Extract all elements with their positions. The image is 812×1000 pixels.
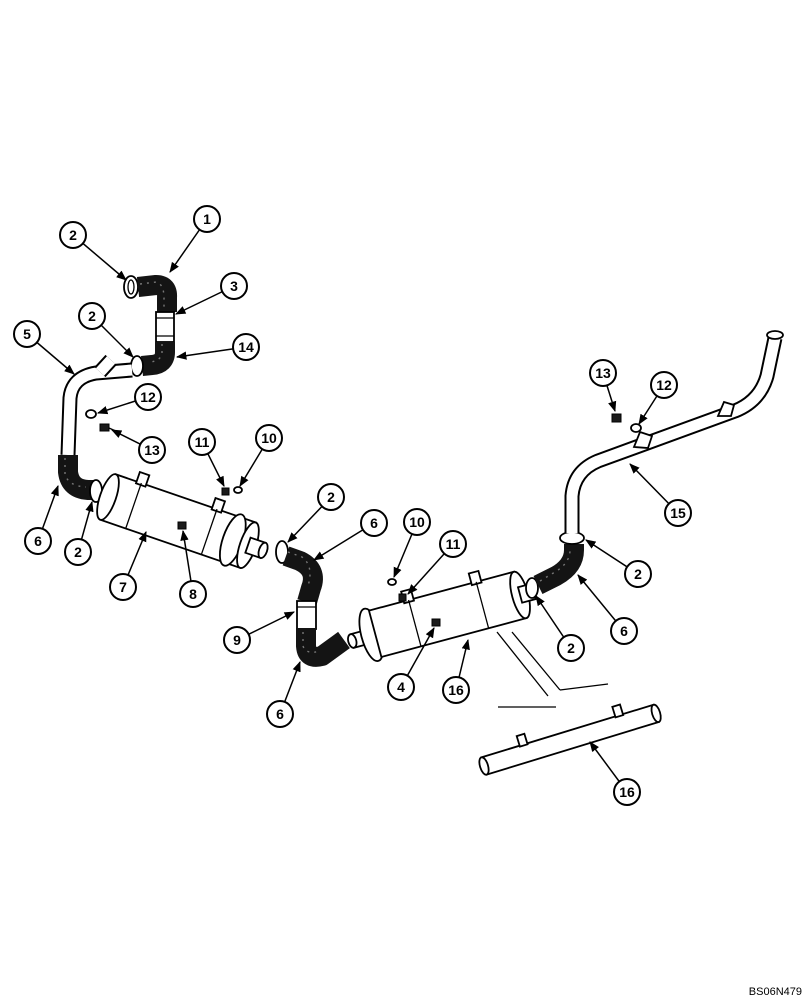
tube-16-detail: [478, 703, 662, 776]
hose-elbow-14: [141, 342, 175, 376]
callout-6: 6: [313, 509, 388, 561]
callout-7: 7: [109, 531, 147, 601]
hose-elbow-6-left: [58, 455, 98, 500]
washer-10-left: [233, 486, 243, 494]
tube-15: [564, 330, 784, 533]
nut-11-left: [221, 487, 230, 496]
callout-2: 2: [59, 221, 127, 281]
bolt-8: [177, 521, 187, 530]
callout-2: 2: [287, 483, 345, 543]
callout-16: 16: [442, 638, 470, 704]
nut-10-right: [387, 578, 397, 586]
callout-1: 1: [169, 205, 221, 273]
svg-text:2: 2: [74, 544, 82, 560]
callout-5: 5: [13, 320, 75, 375]
callout-16: 16: [589, 741, 641, 806]
callout-2: 2: [535, 595, 585, 662]
svg-text:13: 13: [144, 442, 160, 458]
svg-text:4: 4: [397, 679, 405, 695]
svg-text:11: 11: [195, 434, 210, 450]
svg-text:2: 2: [69, 227, 77, 243]
callout-13: 13: [111, 429, 166, 464]
svg-text:15: 15: [670, 505, 686, 521]
callout-3: 3: [175, 272, 248, 315]
callout-9: 9: [223, 611, 295, 654]
callout-10: 10: [239, 424, 283, 487]
hose-elbow-6-middle: [282, 546, 323, 605]
svg-text:5: 5: [23, 326, 31, 342]
tube-9: [296, 600, 317, 630]
callout-2: 2: [64, 500, 94, 566]
callout-8: 8: [179, 529, 207, 608]
hose-elbow-6-lower: [296, 628, 350, 667]
svg-text:3: 3: [230, 278, 238, 294]
callout-11: 11: [188, 428, 225, 487]
hose-clamp-right: [525, 577, 539, 599]
svg-text:9: 9: [233, 632, 241, 648]
callout-13: 13: [589, 359, 617, 413]
callout-14: 14: [175, 333, 260, 361]
callout-11: 11: [407, 530, 467, 595]
bolt-13-right: [611, 413, 622, 423]
reference-lines: [496, 631, 609, 708]
svg-text:11: 11: [446, 536, 461, 552]
callout-12: 12: [96, 383, 162, 415]
svg-text:12: 12: [656, 377, 672, 393]
svg-text:6: 6: [370, 515, 378, 531]
hose-elbow-1: [136, 275, 178, 312]
washer-12-right: [630, 423, 642, 433]
svg-text:7: 7: [119, 579, 127, 595]
nut-11-right: [398, 593, 407, 602]
svg-text:2: 2: [634, 566, 642, 582]
tube-5: [60, 354, 133, 456]
svg-text:6: 6: [34, 533, 42, 549]
svg-text:2: 2: [567, 640, 575, 656]
svg-text:16: 16: [619, 784, 635, 800]
svg-text:6: 6: [276, 706, 284, 722]
cooler-16: [347, 569, 537, 662]
callout-6: 6: [24, 485, 59, 555]
bolt-4: [431, 618, 441, 627]
svg-text:8: 8: [189, 586, 197, 602]
washer-12-left: [85, 409, 97, 419]
svg-text:14: 14: [238, 339, 254, 355]
callout-4: 4: [387, 627, 435, 701]
svg-text:10: 10: [409, 514, 425, 530]
hose-clamp-14: [130, 355, 144, 377]
svg-text:1: 1: [203, 211, 211, 227]
bolt-13-left: [99, 423, 119, 433]
callout-15: 15: [629, 463, 692, 527]
svg-text:13: 13: [595, 365, 611, 381]
svg-text:6: 6: [620, 623, 628, 639]
svg-text:2: 2: [327, 489, 335, 505]
tube-3: [155, 311, 175, 343]
svg-text:2: 2: [88, 308, 96, 324]
svg-text:16: 16: [448, 682, 464, 698]
callout-12: 12: [638, 371, 678, 425]
callout-6: 6: [577, 574, 638, 645]
callout-10: 10: [393, 508, 431, 578]
callout-2: 2: [78, 302, 134, 358]
hose-clamp-top-right: [559, 531, 585, 545]
svg-text:12: 12: [140, 389, 156, 405]
cooler-7: [96, 470, 269, 570]
drawing-number: BS06N479: [748, 986, 802, 998]
callout-2: 2: [585, 539, 652, 588]
svg-text:10: 10: [261, 430, 277, 446]
hose-elbow-6-right: [533, 540, 584, 594]
callout-6: 6: [266, 661, 301, 728]
